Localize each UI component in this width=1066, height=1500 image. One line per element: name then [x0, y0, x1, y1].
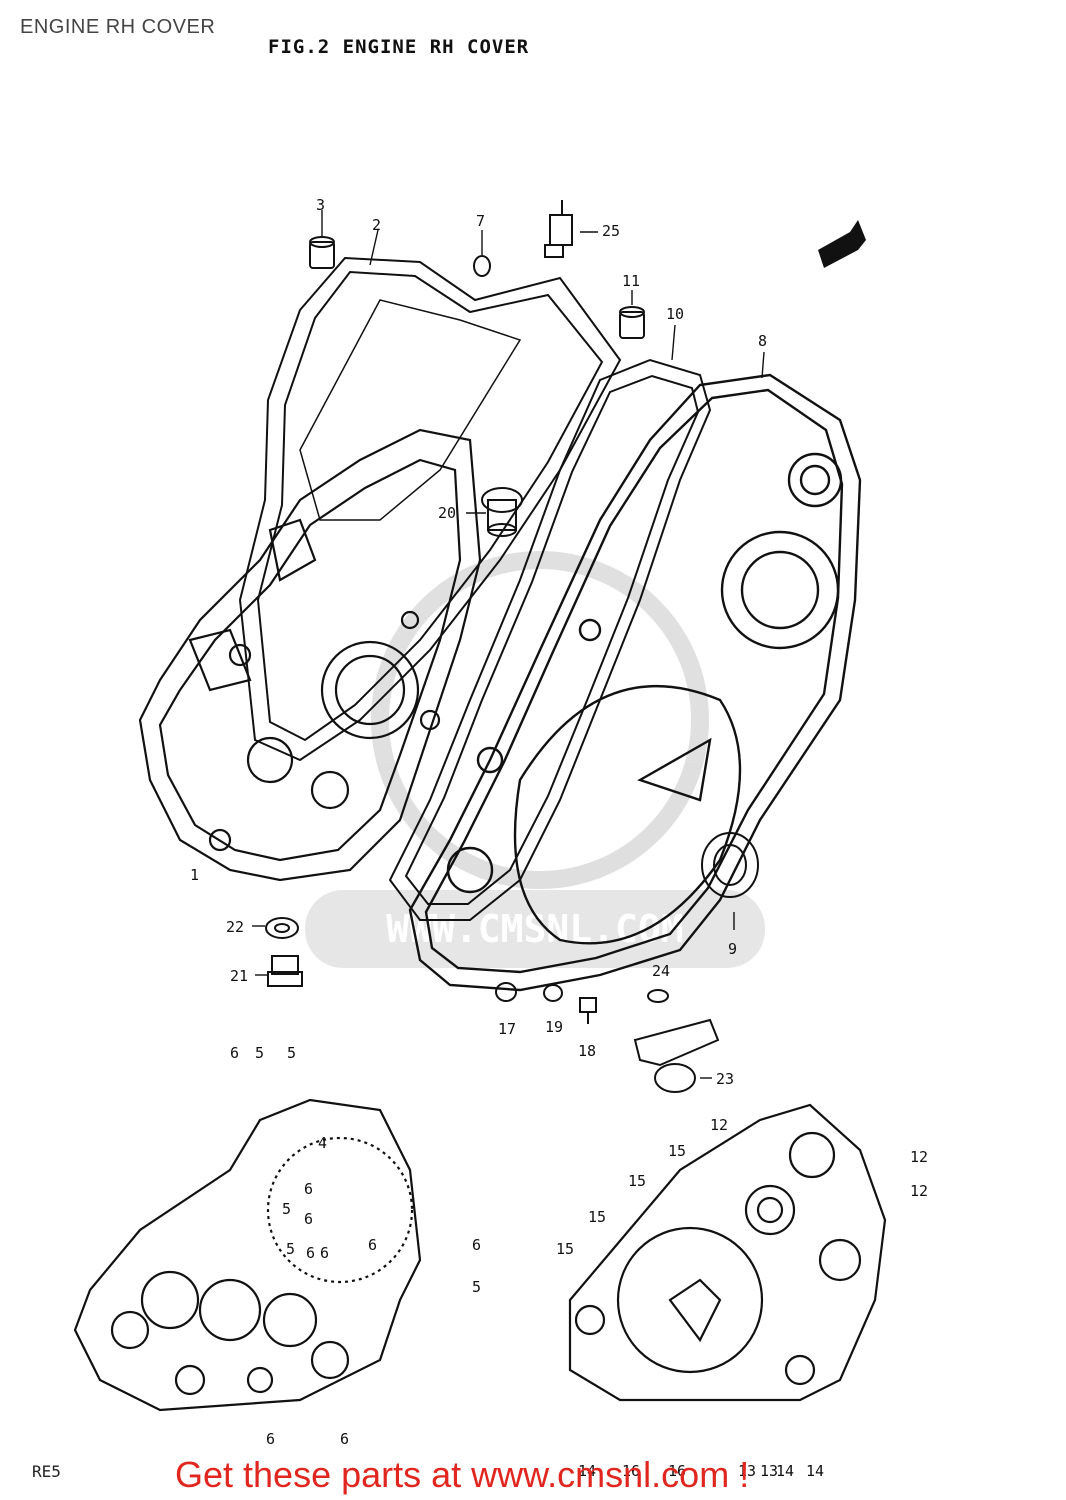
detail-right-label: 12 — [710, 1116, 729, 1134]
screw-part-24 — [647, 989, 669, 1003]
washer-part-7 — [473, 255, 491, 277]
callout-11: 11 — [622, 272, 641, 290]
detail-left-label: 6 — [368, 1236, 378, 1254]
detail-right-label: 16 — [668, 1462, 687, 1480]
callout-19: 19 — [545, 1018, 564, 1036]
callout-21: 21 — [230, 967, 249, 985]
detail-right-label: 15 — [588, 1208, 607, 1226]
callout-18: 18 — [578, 1042, 597, 1060]
detail-right-label: 14 — [776, 1462, 795, 1480]
detail-left-label: 6 — [304, 1210, 314, 1228]
watermark: WWW.CMSNL.COM — [305, 551, 765, 968]
callout-17: 17 — [498, 1020, 517, 1038]
drain-plug-part-21 — [267, 955, 303, 987]
detail-right-label: 13 — [760, 1462, 779, 1480]
leader-lines — [252, 210, 765, 1079]
detail-right-label: 14 — [578, 1462, 597, 1480]
callout-20: 20 — [438, 504, 457, 522]
detail-left-label: 5 — [472, 1278, 482, 1296]
detail-left-label: 5 — [255, 1044, 265, 1062]
oil-filler-cap-part-20 — [481, 487, 523, 537]
gasket-part-2 — [238, 256, 622, 762]
callout-22: 22 — [226, 918, 245, 936]
callout-8: 8 — [758, 332, 768, 350]
detail-left-label: 6 — [266, 1430, 276, 1448]
callout-7: 7 — [476, 212, 486, 230]
detail-right-label: 14 — [806, 1462, 825, 1480]
detail-left-label: 6 — [306, 1244, 316, 1262]
detail-right-label: 15 — [628, 1172, 647, 1190]
detail-right-label: 13 — [738, 1462, 757, 1480]
gasket-part-22 — [265, 917, 299, 939]
callout-24: 24 — [652, 962, 671, 980]
dowel-pin-part-11 — [619, 306, 645, 339]
rh-cover-part-8 — [408, 373, 862, 992]
washer-part-17 — [495, 982, 517, 1002]
detail-left-label: 6 — [340, 1430, 350, 1448]
crankcase-part-1 — [138, 428, 482, 882]
figure-title: FIG.2 ENGINE RH COVER — [268, 36, 530, 58]
detail-right-label: 16 — [622, 1462, 641, 1480]
diagram-code: RE5 — [32, 1462, 61, 1481]
callout-23: 23 — [716, 1070, 735, 1088]
detail-left-label: 6 — [304, 1180, 314, 1198]
detail-right-label: 12 — [910, 1182, 929, 1200]
footer-link[interactable]: Get these parts at www.cmsnl.com ! — [175, 1454, 750, 1495]
switch-part-25 — [544, 200, 573, 258]
callout-10: 10 — [666, 305, 685, 323]
oil-window-part-9 — [701, 832, 759, 898]
callout-1: 1 — [190, 866, 200, 884]
rh-cover-detail-right — [568, 1103, 887, 1402]
detail-left-label: 5 — [287, 1044, 297, 1062]
callout-9: 9 — [728, 940, 738, 958]
detail-right-label: 15 — [668, 1142, 687, 1160]
washer-part-19 — [543, 984, 563, 1002]
callout-2: 2 — [372, 216, 382, 234]
detail-right-label: 12 — [910, 1148, 929, 1166]
detail-left-label: 5 — [282, 1200, 292, 1218]
bracket-part-23 — [633, 1018, 720, 1093]
detail-left-label: 5 — [286, 1240, 296, 1258]
detail-left-label: 6 — [472, 1236, 482, 1254]
dowel-pin-part-3 — [309, 236, 335, 269]
detail-left-label: 4 — [318, 1134, 328, 1152]
page-title: ENGINE RH COVER — [20, 16, 216, 38]
callout-3: 3 — [316, 196, 326, 214]
bolt-part-18 — [579, 997, 597, 1024]
detail-left-label: 6 — [230, 1044, 240, 1062]
crankcase-gasket-detail-left — [73, 1098, 422, 1412]
detail-right-label: 15 — [556, 1240, 575, 1258]
front-arrow-icon — [818, 220, 866, 268]
callout-25: 25 — [602, 222, 621, 240]
detail-left-label: 6 — [320, 1244, 330, 1262]
